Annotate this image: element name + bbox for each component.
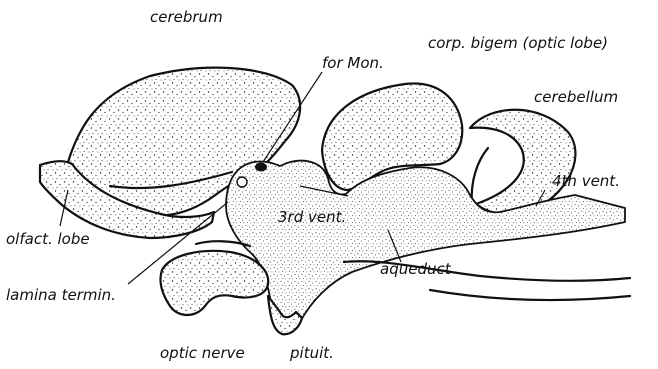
label-corp-bigem: corp. bigem (optic lobe) [428,34,608,52]
label-for-mon: for Mon. [322,54,384,72]
label-pituit: pituit. [289,344,334,362]
optic-nerve-shape [160,251,268,315]
label-optic-nerve: optic nerve [160,344,245,362]
label-olfact-lobe: olfact. lobe [6,230,90,248]
label-aqueduct: aqueduct [380,260,452,278]
label-cerebrum: cerebrum [150,8,223,26]
label-lamina-termin: lamina termin. [6,286,116,304]
foramen-ring [237,177,247,187]
label-3rd-vent: 3rd vent. [278,208,346,226]
label-cerebellum: cerebellum [534,88,618,106]
label-4th-vent: 4th vent. [552,172,620,190]
foramen-of-monro-mark [255,163,267,172]
